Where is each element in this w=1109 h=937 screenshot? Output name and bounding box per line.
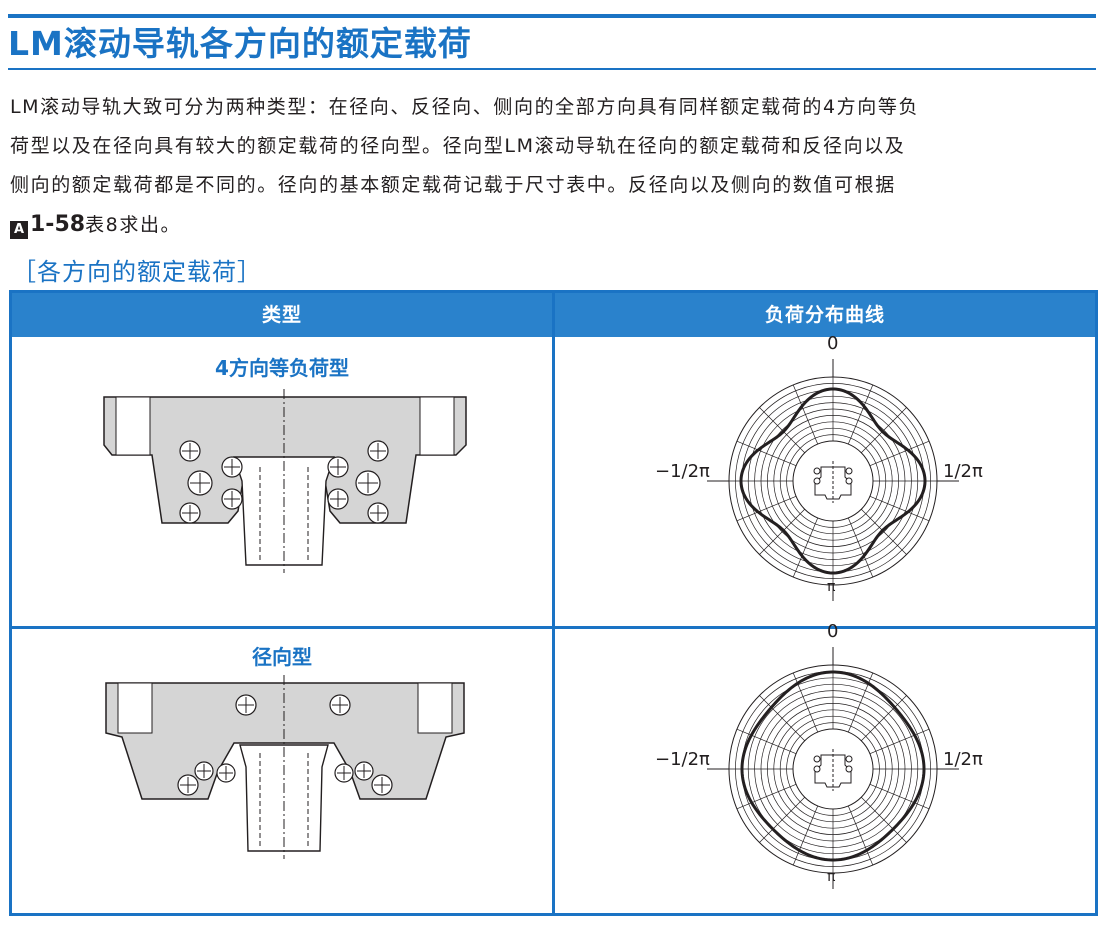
angle-label-right: 1/2π [943,461,983,482]
type-cell-four-way: 4方向等负荷型 [12,337,552,626]
grid-spoke [847,384,874,445]
grid-spoke [861,797,907,843]
page-reference-link[interactable]: 1-58 [30,212,86,237]
radial-block-drawing [105,675,465,859]
grid-spoke [759,797,805,843]
title-bottom-rule [8,68,1096,70]
column-header-load-curve: 负荷分布曲线 [555,293,1095,337]
profile-ball [845,755,853,763]
grid-spoke [861,509,907,555]
type-label: 径向型 [252,645,312,669]
end-seal-left [115,396,151,456]
grid-spoke [792,805,819,866]
column-divider [552,293,555,913]
grid-spoke [736,495,797,522]
load-curve-cell-radial: 0 −1/2π 1/2π π [555,621,1095,913]
grid-spoke [759,407,805,453]
grid-spoke [792,384,819,445]
profile-ball [813,765,821,773]
end-seal-right [419,396,455,456]
row-divider [12,626,1095,629]
grid-spoke [869,440,930,467]
grid-spoke [736,783,797,810]
grid-spoke [736,440,797,467]
four-way-block-drawing [103,389,467,573]
load-curve-cell-four-way: 0 −1/2π 1/2π π [555,333,1095,626]
column-header-type: 类型 [12,293,552,337]
grid-spoke [759,509,805,555]
center-profile-icon [813,749,853,791]
section-badge-icon: A [10,221,28,239]
center-profile-icon [813,461,853,503]
profile-ball [845,467,853,475]
load-curve [739,387,927,575]
rated-load-table: 类型 负荷分布曲线 4方向等负荷型 0 −1/2π 1/2π π 径向型 0 −… [9,290,1098,916]
grid-spoke [861,407,907,453]
angle-label-top: 0 [827,333,839,354]
grid-spoke [792,517,819,578]
end-seal-left [117,682,153,734]
reference-suffix: 表8求出。 [85,214,182,236]
grid-spoke [861,695,907,741]
section-heading: ［各方向的额定载荷］ [12,258,262,286]
end-seal-right [417,682,453,734]
grid-spoke [847,805,874,866]
profile-ball [813,477,821,485]
angle-label-bottom: π [827,579,836,595]
profile-ball [813,467,821,475]
radial-polar-chart [707,647,959,889]
grid-spoke [869,728,930,755]
grid-spoke [847,517,874,578]
profile-ball [845,477,853,485]
angle-label-right: 1/2π [943,749,983,770]
profile-ball [813,755,821,763]
load-curve [740,670,926,862]
intro-paragraph: LM滚动导轨大致可分为两种类型：在径向、反径向、侧向的全部方向具有同样额定载荷的… [10,88,1100,245]
profile-ball [845,765,853,773]
type-label: 4方向等负荷型 [215,356,349,380]
grid-spoke [759,695,805,741]
angle-label-bottom: π [827,869,836,885]
angle-label-left: −1/2π [655,749,710,770]
grid-spoke [869,783,930,810]
page-title: LM滚动导轨各方向的额定载荷 [8,24,472,63]
paragraph-line: LM滚动导轨大致可分为两种类型：在径向、反径向、侧向的全部方向具有同样额定载荷的… [10,96,920,118]
grid-spoke [869,495,930,522]
angle-label-left: −1/2π [655,461,710,482]
type-cell-radial: 径向型 [12,629,552,913]
title-top-rule [8,14,1096,18]
paragraph-line: 荷型以及在径向具有较大的额定载荷的径向型。径向型LM滚动导轨在径向的额定载荷和反… [10,135,906,157]
grid-spoke [736,728,797,755]
angle-label-top: 0 [827,621,839,642]
paragraph-line: 侧向的额定载荷都是不同的。径向的基本额定载荷记载于尺寸表中。反径向以及侧向的数值… [10,174,896,196]
four-way-polar-chart [707,359,959,601]
